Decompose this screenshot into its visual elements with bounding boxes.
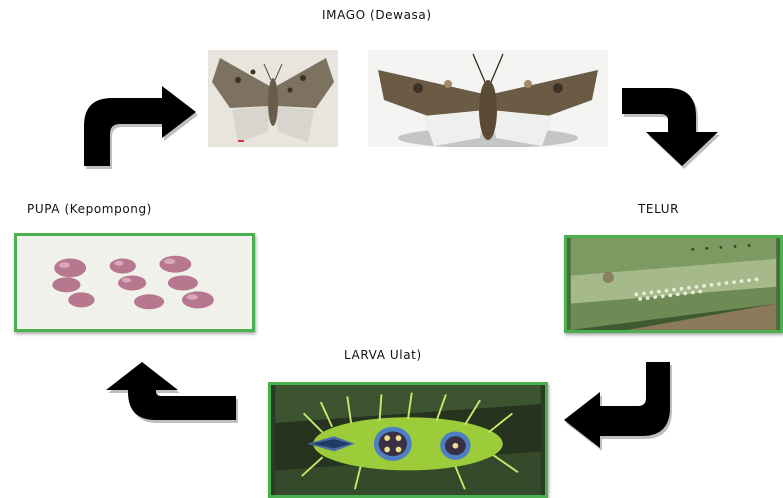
- telur-photo: [564, 235, 783, 333]
- eggs-on-palm-leaf-icon: [567, 238, 780, 330]
- telur-label: TELUR: [638, 202, 679, 216]
- moth-resting-icon: [368, 50, 608, 147]
- pupa-photo: [14, 233, 255, 332]
- curved-arrow-down-icon: [620, 86, 726, 168]
- curved-arrow-up-left-icon: [98, 362, 238, 422]
- arrow-larva-to-pupa: [98, 362, 238, 422]
- arrow-telur-to-larva: [558, 360, 674, 448]
- spiny-caterpillar-icon: [271, 385, 545, 495]
- moth-wings-spread-icon: [208, 50, 338, 147]
- cocoons-icon: [17, 236, 252, 329]
- arrow-pupa-to-imago: [82, 86, 198, 168]
- imago-photo-resting: [368, 50, 608, 147]
- curved-arrow-up-right-icon: [82, 86, 198, 168]
- curved-arrow-down-left-icon: [558, 360, 674, 448]
- larva-photo: [268, 382, 548, 498]
- pupa-label: PUPA (Kepompong): [27, 202, 152, 216]
- imago-photo-spread: [208, 50, 338, 147]
- arrow-imago-to-telur: [620, 86, 726, 168]
- larva-label: LARVA Ulat): [344, 348, 422, 362]
- imago-label: IMAGO (Dewasa): [322, 8, 432, 22]
